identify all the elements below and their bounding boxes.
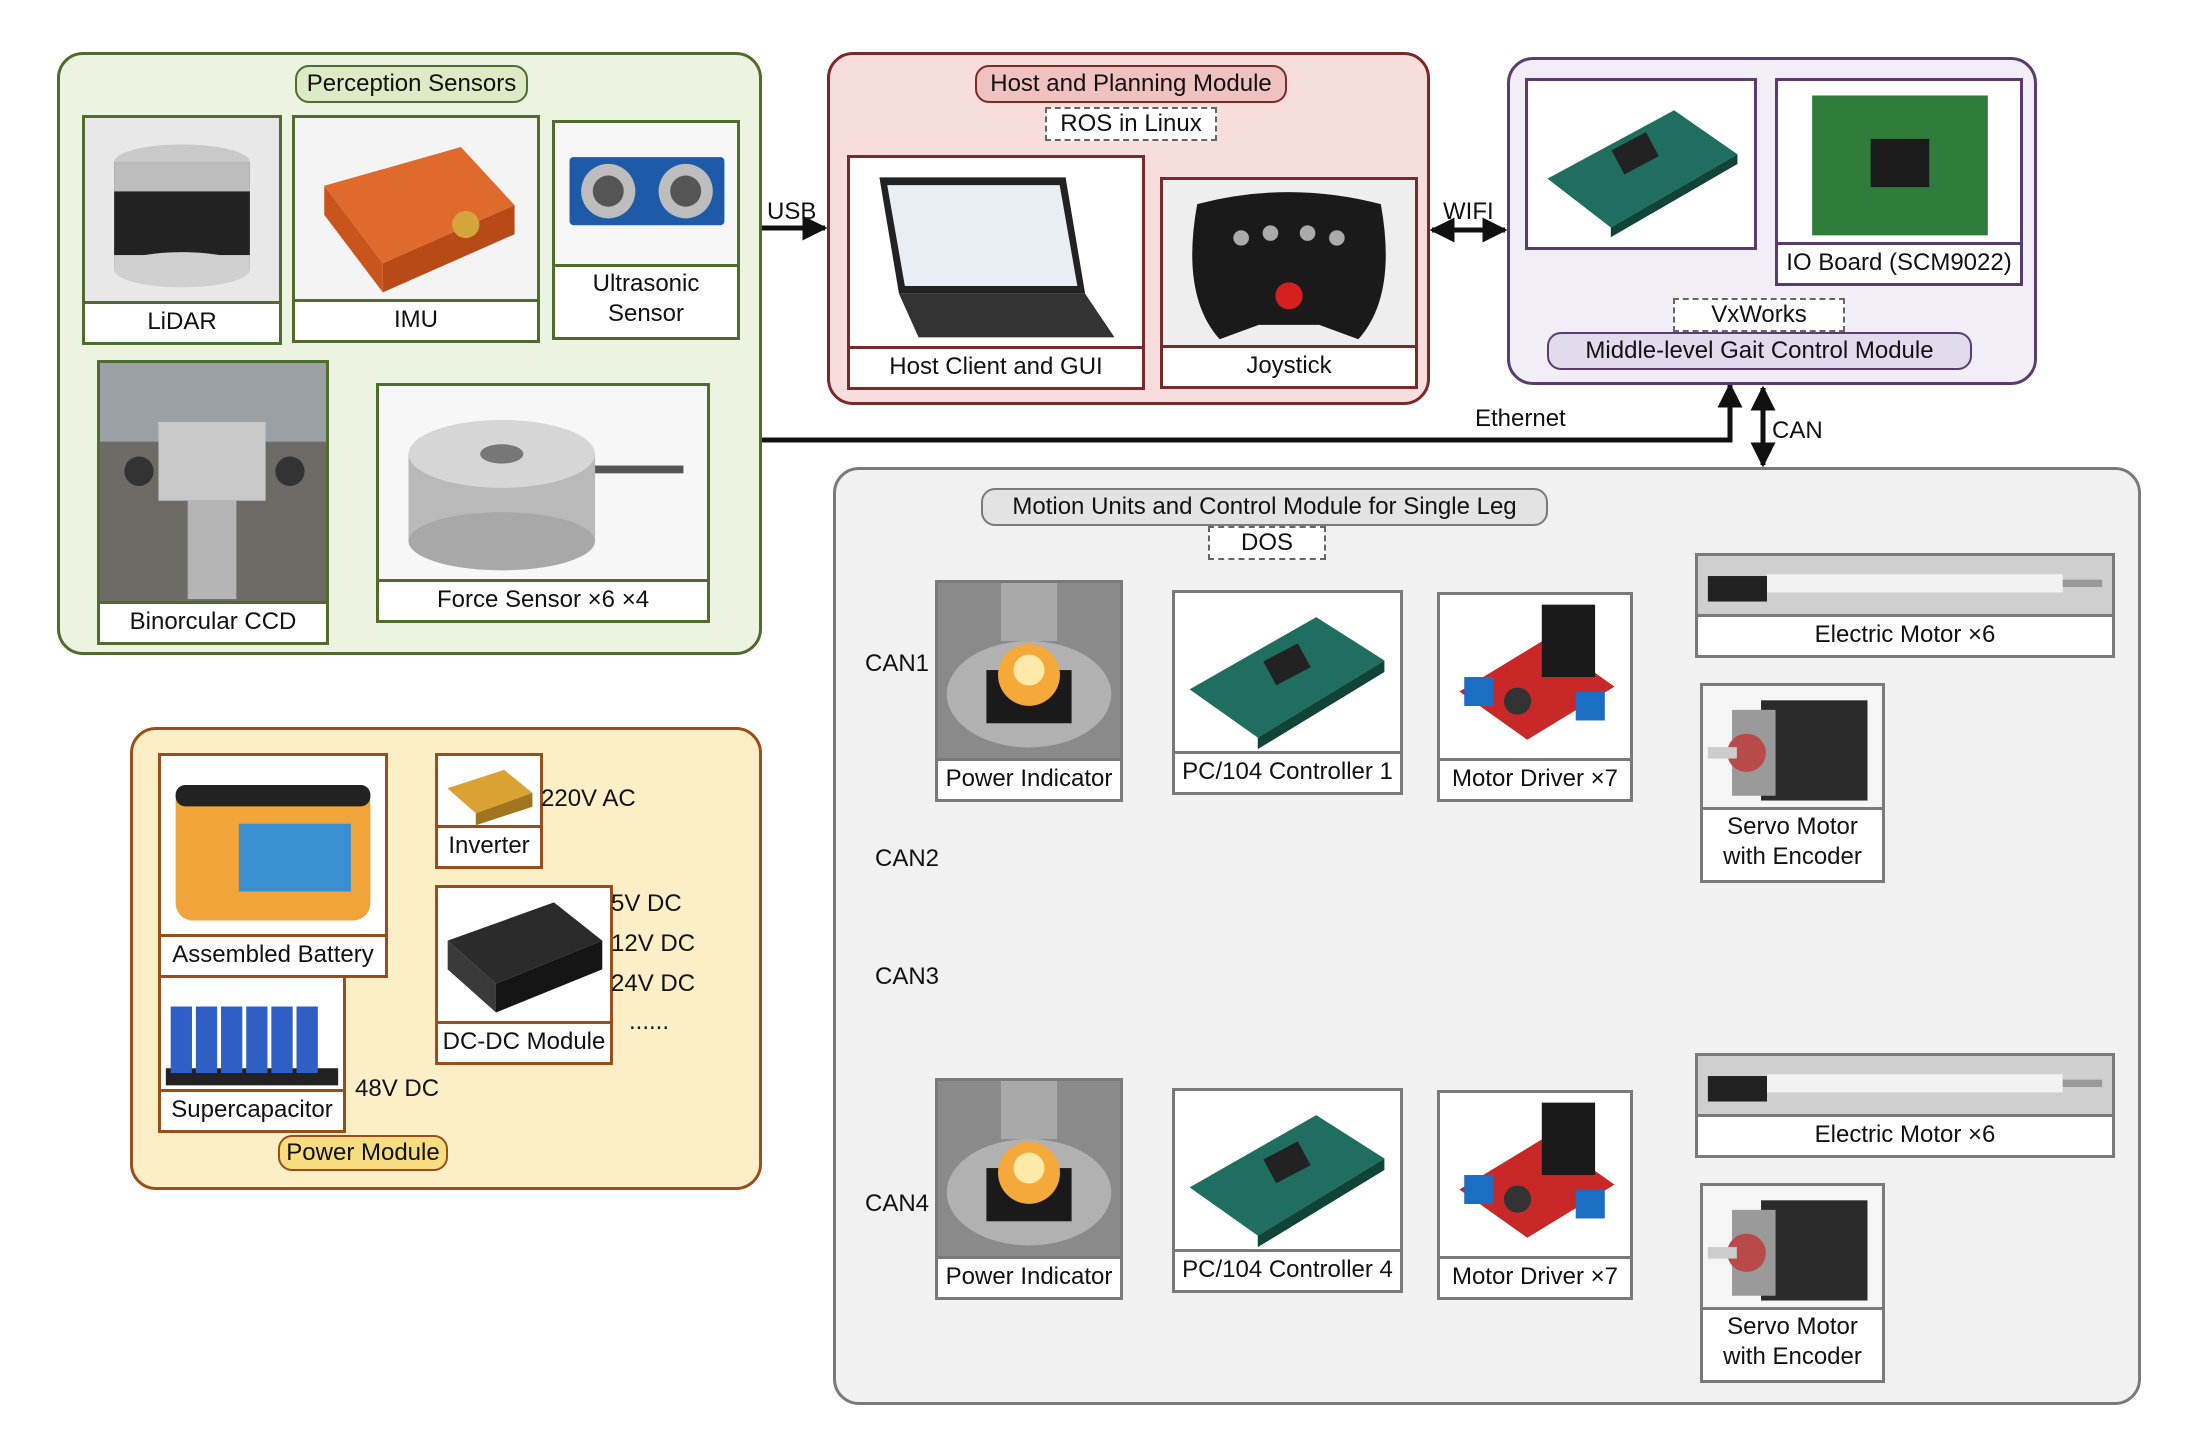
inverter-photo bbox=[438, 756, 540, 828]
gait-title: Middle-level Gait Control Module bbox=[1547, 332, 1972, 370]
servo-motor-photo-1 bbox=[1703, 686, 1882, 812]
can-label: CAN bbox=[1772, 417, 1823, 444]
motor-driver-card-2: Motor Driver ×7 bbox=[1437, 1090, 1633, 1300]
host-client-card: Host Client and GUI bbox=[847, 155, 1145, 390]
supercap-card: Supercapacitor bbox=[158, 975, 346, 1133]
laptop-photo bbox=[850, 158, 1142, 349]
power-module-group: Assembled Battery Inverter 220V AC DC-DC… bbox=[130, 727, 762, 1190]
pc104-controller-card-2: PC/104 Controller 4 bbox=[1172, 1088, 1403, 1293]
servo-motor-card-2: Servo Motor with Encoder bbox=[1700, 1183, 1885, 1383]
io-board-photo bbox=[1778, 81, 2020, 245]
ultrasonic-label: Ultrasonic Sensor bbox=[555, 264, 737, 337]
dcdc-card: DC-DC Module bbox=[435, 885, 613, 1065]
dc12-label: 12V DC bbox=[611, 930, 696, 957]
can3-label: CAN3 bbox=[875, 963, 940, 990]
io-board-card: IO Board (SCM9022) bbox=[1775, 78, 2023, 286]
lidar-label: LiDAR bbox=[85, 301, 279, 342]
power-indicator-photo-1 bbox=[938, 583, 1120, 761]
pc104-controller-label-1: PC/104 Controller 1 bbox=[1175, 751, 1400, 792]
perception-title: Perception Sensors bbox=[295, 65, 528, 103]
dc48-label: 48V DC bbox=[355, 1075, 440, 1102]
power-indicator-label-2: Power Indicator bbox=[938, 1256, 1120, 1297]
perception-sensors-group: Perception Sensors LiDAR IMU bbox=[57, 52, 762, 655]
ccd-label: Binorcular CCD bbox=[100, 601, 326, 642]
motor-driver-label-1: Motor Driver ×7 bbox=[1440, 758, 1630, 799]
dcdc-label: DC-DC Module bbox=[438, 1021, 610, 1062]
can2-label: CAN2 bbox=[875, 845, 940, 872]
imu-card: IMU bbox=[292, 115, 540, 343]
ethernet-label: Ethernet bbox=[1475, 405, 1566, 432]
ethernet-arrow bbox=[760, 382, 1743, 443]
lidar-card: LiDAR bbox=[82, 115, 282, 345]
electric-motor-label-1: Electric Motor ×6 bbox=[1698, 614, 2112, 655]
force-sensor-photo bbox=[379, 386, 707, 582]
power-indicator-card-2: Power Indicator bbox=[935, 1078, 1123, 1300]
usb-label: USB bbox=[767, 198, 817, 225]
battery-photo bbox=[161, 756, 385, 937]
battery-card: Assembled Battery bbox=[158, 753, 388, 978]
ultrasonic-photo bbox=[555, 123, 737, 269]
servo-motor-card-1: Servo Motor with Encoder bbox=[1700, 683, 1885, 883]
electric-motor-photo-2 bbox=[1698, 1056, 2112, 1117]
power-indicator-label-1: Power Indicator bbox=[938, 758, 1120, 799]
servo-motor-label-2: Servo Motor with Encoder bbox=[1703, 1307, 1882, 1380]
ac220-label: 220V AC bbox=[541, 785, 636, 812]
ccd-photo bbox=[100, 363, 326, 604]
io-board-label: IO Board (SCM9022) bbox=[1778, 242, 2020, 283]
pc104-controller-card-1: PC/104 Controller 1 bbox=[1172, 590, 1403, 795]
pc104-gait-card bbox=[1525, 78, 1757, 250]
inverter-label: Inverter bbox=[438, 825, 540, 866]
motor-driver-card-1: Motor Driver ×7 bbox=[1437, 592, 1633, 802]
motor-driver-photo-2 bbox=[1440, 1093, 1630, 1259]
supercap-label: Supercapacitor bbox=[161, 1089, 343, 1130]
joystick-label: Joystick bbox=[1163, 345, 1415, 386]
ultrasonic-card: Ultrasonic Sensor bbox=[552, 120, 740, 340]
lidar-photo bbox=[85, 118, 279, 304]
can4-label: CAN4 bbox=[865, 1190, 930, 1217]
host-planning-group: Host and Planning Module ROS in Linux Ho… bbox=[827, 52, 1430, 405]
can1-label: CAN1 bbox=[865, 650, 930, 677]
power-title: Power Module bbox=[278, 1135, 448, 1171]
ros-label: ROS in Linux bbox=[1045, 107, 1217, 141]
battery-label: Assembled Battery bbox=[161, 934, 385, 975]
inverter-card: Inverter bbox=[435, 753, 543, 869]
servo-motor-photo-2 bbox=[1703, 1186, 1882, 1312]
dcdc-photo bbox=[438, 888, 610, 1024]
force-sensor-label: Force Sensor ×6 ×4 bbox=[379, 579, 707, 620]
supercap-photo bbox=[161, 978, 343, 1092]
electric-motor-photo-1 bbox=[1698, 556, 2112, 617]
imu-label: IMU bbox=[295, 299, 537, 340]
pc104-gait-photo bbox=[1528, 81, 1754, 247]
more-outputs-label: ...... bbox=[629, 1008, 670, 1035]
motor-driver-photo-1 bbox=[1440, 595, 1630, 761]
pc104-controller-photo-2 bbox=[1175, 1091, 1400, 1252]
force-sensor-card: Force Sensor ×6 ×4 bbox=[376, 383, 710, 623]
servo-motor-label-1: Servo Motor with Encoder bbox=[1703, 807, 1882, 880]
power-indicator-card-1: Power Indicator bbox=[935, 580, 1123, 802]
dc24-label: 24V DC bbox=[611, 970, 696, 997]
power-indicator-photo-2 bbox=[938, 1081, 1120, 1259]
motion-title: Motion Units and Control Module for Sing… bbox=[981, 488, 1548, 526]
motor-driver-label-2: Motor Driver ×7 bbox=[1440, 1256, 1630, 1297]
imu-photo bbox=[295, 118, 537, 302]
wifi-label: WIFI bbox=[1443, 198, 1494, 225]
pc104-controller-photo-1 bbox=[1175, 593, 1400, 754]
electric-motor-card-1: Electric Motor ×6 bbox=[1695, 553, 2115, 658]
gait-control-group: IO Board (SCM9022) VxWorks Middle-level … bbox=[1507, 57, 2037, 385]
vxworks-label: VxWorks bbox=[1673, 298, 1845, 332]
pc104-controller-label-2: PC/104 Controller 4 bbox=[1175, 1249, 1400, 1290]
electric-motor-card-2: Electric Motor ×6 bbox=[1695, 1053, 2115, 1158]
dc5-label: 5V DC bbox=[611, 890, 682, 917]
joystick-photo bbox=[1163, 180, 1415, 348]
electric-motor-label-2: Electric Motor ×6 bbox=[1698, 1114, 2112, 1155]
host-client-label: Host Client and GUI bbox=[850, 346, 1142, 387]
joystick-card: Joystick bbox=[1160, 177, 1418, 389]
dos-label: DOS bbox=[1208, 526, 1326, 560]
host-title: Host and Planning Module bbox=[975, 65, 1287, 103]
ccd-card: Binorcular CCD bbox=[97, 360, 329, 645]
